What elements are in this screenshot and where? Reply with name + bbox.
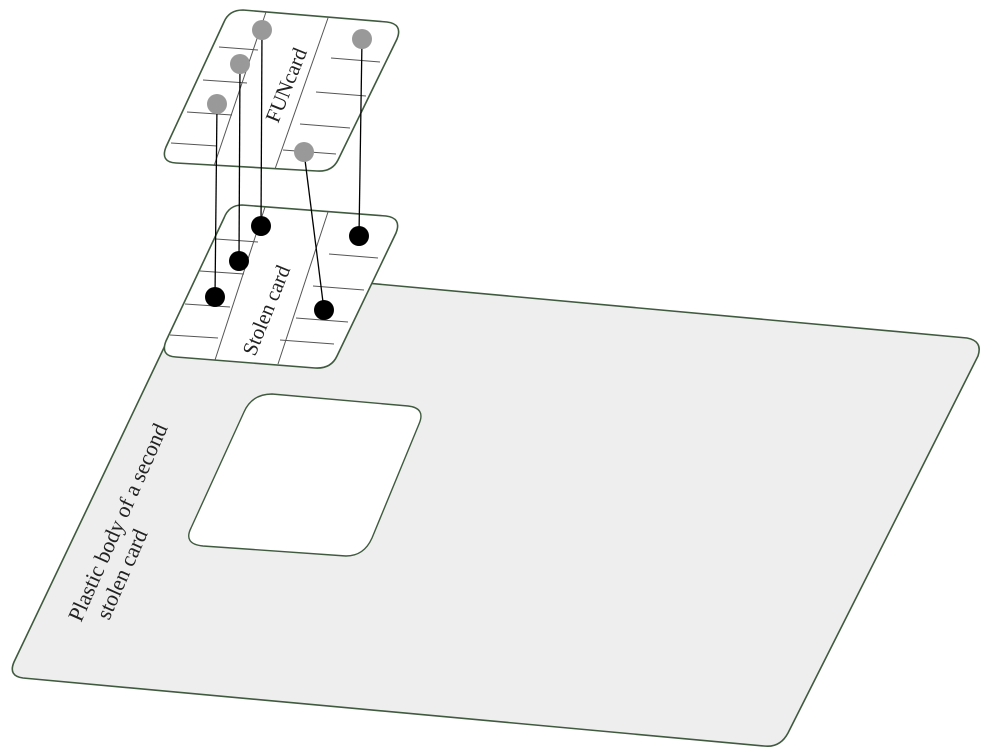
stolen-contact-1 <box>251 216 271 236</box>
funcard-contact-3 <box>207 94 227 114</box>
plastic-body: Plastic body of a second stolen card <box>11 267 980 748</box>
stolen-card-chip: Stolen card <box>163 204 399 369</box>
stolen-card-contacts <box>205 216 369 320</box>
stolen-contact-5 <box>314 300 334 320</box>
funcard-chip: FUNcard <box>163 9 400 172</box>
stolen-card-grid <box>169 206 379 365</box>
card-cutout <box>188 393 422 557</box>
stolen-contact-4 <box>349 226 369 246</box>
wire-1 <box>214 103 218 298</box>
plastic-body-outline <box>11 267 980 748</box>
wire-2 <box>238 63 241 262</box>
funcard-contacts <box>207 20 372 162</box>
stolen-card-outline <box>163 204 399 369</box>
funcard-contact-1 <box>252 20 272 40</box>
funcard-contact-4 <box>352 29 372 49</box>
wire-5 <box>303 151 325 311</box>
stolen-contact-3 <box>205 287 225 307</box>
funcard-contact-5 <box>294 142 314 162</box>
funcard-outline <box>163 9 400 172</box>
stolen-contact-2 <box>229 251 249 271</box>
wire-3 <box>260 29 263 227</box>
funcard-contact-2 <box>230 54 250 74</box>
connection-wires <box>214 29 363 311</box>
wire-4 <box>358 38 363 237</box>
